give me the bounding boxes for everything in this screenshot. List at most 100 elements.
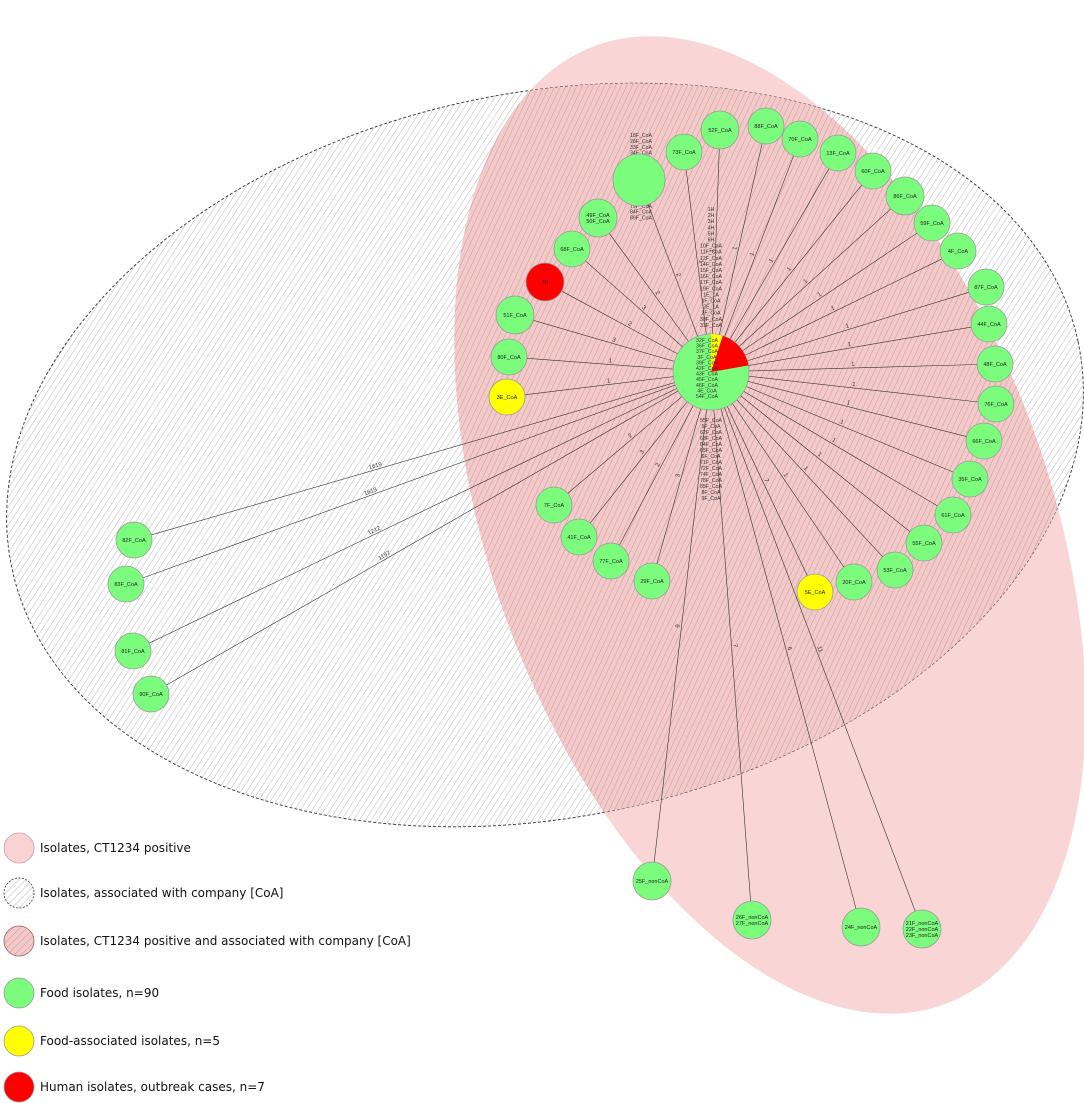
node-label: 7F_CoA: [544, 503, 565, 509]
edge-distance-label: 2: [627, 321, 633, 328]
stack-label: 5H: [708, 231, 715, 237]
edge-88F_CoA: [710, 143, 763, 373]
node-7F_CoA: 7F_CoA: [535, 486, 573, 524]
node-86F_CoA: 86F_CoA: [885, 176, 925, 216]
edge-distance-label: 1: [732, 245, 739, 250]
node-label: 55F_CoA: [912, 541, 936, 547]
node-label: 90F_CoA: [139, 692, 163, 698]
edge-44F_CoA: [710, 326, 972, 373]
node-87F_CoA: 87F_CoA: [967, 268, 1005, 306]
node-label: 76F_CoA: [984, 402, 1008, 408]
edge-distance-label: 1: [851, 362, 855, 368]
stack-label: 26F_CoA: [630, 139, 652, 145]
edge-distance-label: 1: [608, 358, 612, 364]
edge-21F_nonCoA: [710, 371, 916, 912]
edge-distance-label: 1: [607, 378, 612, 384]
center-node-label: 39F_CoA: [696, 360, 718, 366]
stack-label: 1E_1A: [703, 292, 719, 298]
legend-label: Isolates, associated with company [CoA]: [40, 886, 283, 900]
node-label: 77F_CoA: [599, 559, 623, 565]
edge-55F_CoA: [710, 371, 911, 532]
node-13F_CoA: 13F_CoA: [819, 134, 857, 172]
legend-item-ct: Isolates, CT1234 positive: [3, 832, 191, 864]
node-big_cluster: [612, 153, 666, 207]
node-81F_CoA: 81F_CoA: [114, 632, 152, 670]
node-53F_CoA: 53F_CoA: [876, 551, 914, 589]
stack-label: 85F_CoA: [700, 484, 722, 490]
edge-81F_CoA: [149, 371, 712, 644]
node-90F_CoA: 90F_CoA: [132, 675, 170, 713]
node-label: 68F_CoA: [560, 247, 584, 253]
edge-distance-label: 1: [786, 266, 793, 273]
edge-distance-label: 1619: [368, 462, 383, 472]
node-68F_CoA: 68F_CoA: [553, 230, 591, 268]
edge-83F_CoA: [142, 371, 712, 579]
stack-label: 62F_CoA: [700, 430, 722, 436]
stack-label: 14F_CoA: [700, 262, 722, 268]
stack-label: 3H: [708, 219, 715, 225]
node-label: 41F_CoA: [567, 535, 591, 541]
node-label: 50F_CoA: [586, 219, 610, 225]
node-label: 7H: [541, 280, 548, 286]
edge-66F_CoA: [710, 371, 967, 437]
legend-label: Food isolates, n=90: [40, 986, 159, 1000]
node-label: 66F_CoA: [972, 439, 996, 445]
stack-label: 6F_CoA: [701, 454, 721, 460]
edge-70F_CoA: [710, 155, 794, 373]
node-7H: 7H: [525, 262, 565, 302]
node-label: 20F_CoA: [842, 580, 866, 586]
stack-label: 18F_CoA: [630, 133, 652, 139]
stack-label: 12F_CoA: [700, 256, 722, 262]
edge-distance-label: 1: [847, 342, 852, 349]
node-70F_CoA: 70F_CoA: [781, 120, 819, 158]
edge-24F_nonCoA: [710, 371, 857, 909]
edge-distance-label: 1: [839, 419, 845, 426]
legend-item-both: Isolates, CT1234 positive and associated…: [3, 925, 411, 957]
edge-59F_CoA: [710, 232, 918, 373]
node-5E_CoA: 5E_CoA: [796, 573, 834, 611]
legend-label: Isolates, CT1234 positive: [40, 841, 191, 855]
node-label: 44F_CoA: [977, 322, 1001, 328]
node-label: 48F_CoA: [983, 362, 1007, 368]
edge-distance-label: 2: [655, 462, 662, 468]
edge-distance-label: 1: [709, 248, 715, 252]
legend-item-food: Food isolates, n=90: [3, 977, 159, 1009]
stack-label: 64F_CoA: [700, 442, 722, 448]
stack-label: 31F_CoA: [700, 323, 722, 329]
edge-distance-label: 1: [846, 400, 851, 407]
stack-label: 55F_CoA: [700, 418, 722, 424]
upper-label-stack: 1H2H3H4H5H6H10F_CoA11F_CoA12F_CoA14F_CoA…: [700, 207, 722, 329]
edge-distance-label: 3: [640, 305, 647, 312]
node-label: 52F_CoA: [708, 128, 732, 134]
node-73F_CoA: 73F_CoA: [665, 133, 703, 171]
node-55F_CoA: 55F_CoA: [905, 524, 943, 562]
node-66F_CoA: 66F_CoA: [965, 422, 1003, 460]
stack-label: 79F_CoA: [630, 204, 652, 210]
node-3E_CoA: 3E_CoA: [488, 378, 526, 416]
edge-distance-label: 9: [675, 623, 681, 628]
edge-20F_CoA: [710, 371, 845, 568]
node-label: 82F_CoA: [122, 538, 146, 544]
node-48F_CoA: 48F_CoA: [976, 345, 1014, 383]
node-label: 35F_CoA: [958, 477, 982, 483]
node-41F_CoA: 41F_CoA: [560, 518, 598, 556]
node-25F_nonCoA: 25F_nonCoA: [632, 861, 672, 901]
legend-item-food_assoc: Food-associated isolates, n=5: [3, 1025, 220, 1057]
node-35F_CoA: 35F_CoA: [951, 460, 989, 498]
edge-4F_CoA: [710, 258, 942, 373]
stack-label: 84F_CoA: [630, 210, 652, 216]
edge-distance-label: 1: [852, 382, 857, 388]
node-label: 25F_nonCoA: [636, 879, 669, 885]
edge-distance-label: 2: [674, 272, 681, 278]
node-44F_CoA: 44F_CoA: [970, 305, 1008, 343]
legend-label: Human isolates, outbreak cases, n=7: [40, 1080, 265, 1094]
edge-distance-label: 3: [639, 449, 646, 456]
edge-87F_CoA: [710, 292, 969, 373]
edge-distance-label: 1212: [367, 525, 382, 536]
center-node-label: 43F_CoA: [696, 372, 718, 378]
stack-label: 6H: [708, 238, 715, 244]
stack-label: 2H: [708, 213, 715, 219]
stack-label: 17F_CoA: [700, 280, 722, 286]
stack-label: 4H: [708, 225, 715, 231]
